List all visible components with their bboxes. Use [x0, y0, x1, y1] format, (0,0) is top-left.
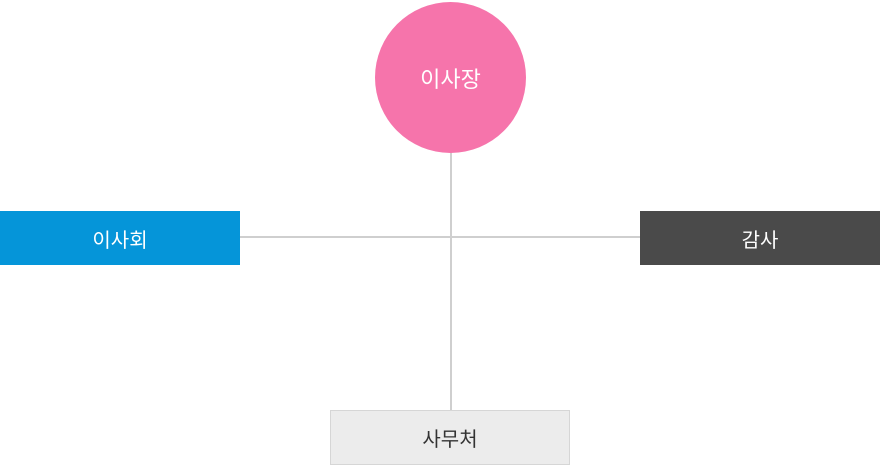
board-label: 이사회 — [92, 227, 148, 252]
auditor-node: 감사 — [640, 211, 880, 265]
board-node: 이사회 — [0, 211, 240, 265]
chairman-label: 이사장 — [420, 67, 481, 93]
connector-horizontal — [240, 236, 640, 238]
connector-vertical — [450, 150, 452, 412]
auditor-label: 감사 — [741, 227, 779, 252]
secretariat-node: 사무처 — [330, 410, 570, 465]
secretariat-label: 사무처 — [422, 427, 478, 451]
chairman-node: 이사장 — [375, 2, 526, 153]
